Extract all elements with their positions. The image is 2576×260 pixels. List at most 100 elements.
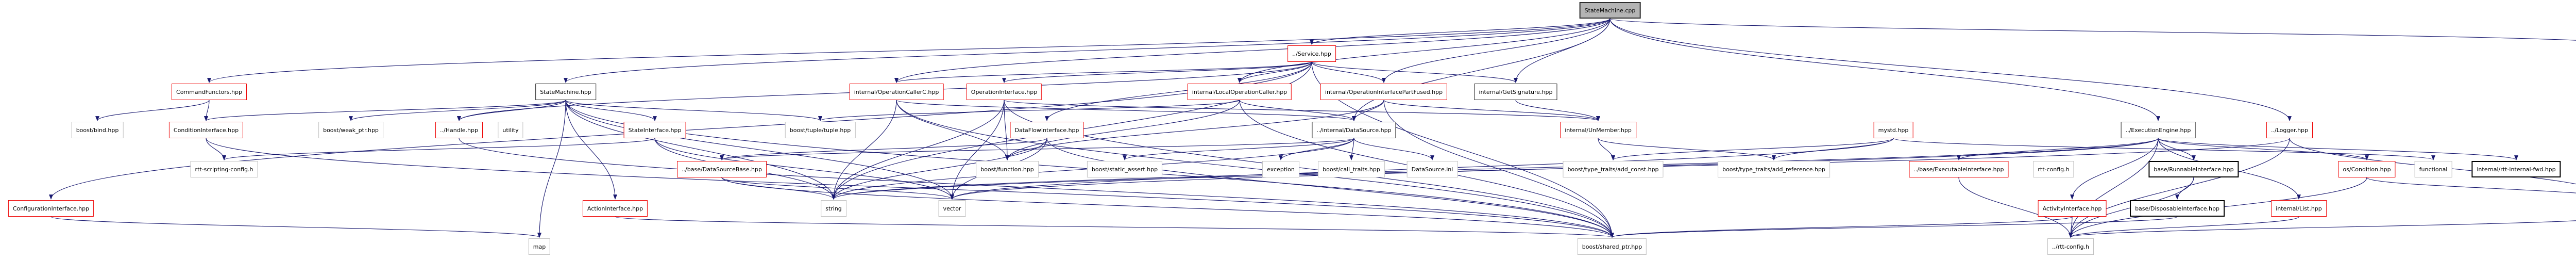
node-commandfunctors-hpp[interactable]: CommandFunctors.hpp xyxy=(172,84,247,100)
include-edge xyxy=(565,100,657,121)
include-edge xyxy=(2366,177,2576,193)
node-statemachine-hpp[interactable]: StateMachine.hpp xyxy=(535,84,596,100)
node-exception: exception xyxy=(1262,161,1299,177)
include-edge xyxy=(1352,100,1384,121)
include-edge xyxy=(2070,138,2159,200)
node-service-hpp[interactable]: ../Service.hpp xyxy=(1287,45,1336,62)
include-edge xyxy=(654,138,954,200)
node-internal-unmember-hpp[interactable]: internal/UnMember.hpp xyxy=(1560,122,1636,138)
node-configurationinterface-hpp[interactable]: ConfigurationInterface.hpp xyxy=(8,200,94,217)
include-edge xyxy=(1382,18,1611,83)
node-boost-type-traits-add-reference-hpp: boost/type_traits/add_reference.hpp xyxy=(1718,161,1830,177)
node-base-disposableinterface-hpp[interactable]: base/DisposableInterface.hpp xyxy=(2130,200,2225,217)
include-edge xyxy=(565,100,617,200)
node-rtt-scripting-config-h: rtt-scripting-config.h xyxy=(190,161,258,177)
include-edge xyxy=(2175,177,2194,200)
node-boost-bind-hpp: boost/bind.hpp xyxy=(71,122,124,138)
include-edge xyxy=(1611,138,1894,160)
include-edge xyxy=(2289,138,2576,185)
node-map: map xyxy=(528,238,551,255)
include-edge xyxy=(1958,177,2073,238)
include-edge xyxy=(1352,18,1611,121)
node-executionengine-hpp[interactable]: ../ExecutionEngine.hpp xyxy=(2121,122,2196,138)
include-edge xyxy=(1123,138,1354,160)
include-edge xyxy=(1609,18,2576,41)
include-edge xyxy=(2069,220,2576,238)
include-edge xyxy=(565,100,822,121)
include-edge xyxy=(207,18,1611,83)
node-internal-datasource-hpp[interactable]: ../internal/DataSource.hpp xyxy=(1312,122,1396,138)
include-edge xyxy=(2069,138,2290,238)
include-edge xyxy=(615,216,1614,238)
include-edge xyxy=(2158,138,2518,160)
include-edge xyxy=(1004,100,1009,160)
node-activityinterface-hpp[interactable]: ActivityInterface.hpp xyxy=(2038,200,2107,217)
node-operationinterface-hpp[interactable]: OperationInterface.hpp xyxy=(966,84,1042,100)
include-edge xyxy=(1046,138,1614,238)
include-edge xyxy=(2069,138,2159,238)
include-edge xyxy=(1004,100,1600,121)
include-edge xyxy=(1311,61,1518,83)
include-edge xyxy=(1238,18,1611,83)
node-actioninterface-hpp[interactable]: ActionInterface.hpp xyxy=(582,200,648,217)
include-edge xyxy=(1045,61,1312,121)
node-stateinterface-hpp[interactable]: StateInterface.hpp xyxy=(623,122,686,138)
node-rtt-config-h: rtt-config.h xyxy=(2033,161,2074,177)
node-boost-shared-ptr-hpp: boost/shared_ptr.hpp xyxy=(1577,238,1647,255)
node-base-runnableinterface-hpp[interactable]: base/RunnableInterface.hpp xyxy=(2148,161,2239,177)
include-edge xyxy=(2158,138,2369,160)
include-edge xyxy=(1515,100,1600,121)
node-utility: utility xyxy=(498,122,523,138)
include-edge xyxy=(50,216,541,238)
node-internal-list-hpp[interactable]: internal/List.hpp xyxy=(2271,200,2327,217)
node-os-condition-hpp[interactable]: os/Condition.hpp xyxy=(2338,161,2396,177)
include-edge xyxy=(349,100,566,121)
node-internal-localoperationcaller-hpp[interactable]: internal/LocalOperationCaller.hpp xyxy=(1187,84,1292,100)
node-statemachine-cpp[interactable]: StateMachine.cpp xyxy=(1579,2,1641,19)
node-internal-operationinterfacepartfused-hpp[interactable]: internal/OperationInterfacePartFused.hpp xyxy=(1320,84,1448,100)
include-edge xyxy=(1383,100,1600,121)
include-edge xyxy=(1609,18,2292,121)
include-edge xyxy=(832,138,2159,200)
node-mystd-hpp[interactable]: mystd.hpp xyxy=(1873,122,1913,138)
include-edge xyxy=(564,18,1611,83)
include-edge xyxy=(1353,138,1434,160)
include-edge xyxy=(832,138,2290,200)
include-edge xyxy=(721,177,954,200)
node-internal-operationcallerc-hpp[interactable]: internal/OperationCallerC.hpp xyxy=(849,84,944,100)
include-edge xyxy=(721,177,1614,238)
node-base-executableinterface-hpp[interactable]: ../base/ExecutableInterface.hpp xyxy=(1909,161,2009,177)
node-boost-weak-ptr-hpp: boost/weak_ptr.hpp xyxy=(318,122,383,138)
include-edge xyxy=(565,100,836,200)
node-handle-hpp[interactable]: ../Handle.hpp xyxy=(435,122,483,138)
include-edge xyxy=(95,100,210,121)
include-edge xyxy=(720,138,1047,160)
include-edge xyxy=(1005,100,1240,160)
node-dataflowinterface-hpp[interactable]: DataFlowInterface.hpp xyxy=(1010,122,1084,138)
include-edge xyxy=(1609,18,2160,121)
node-base-datasourcebase-hpp[interactable]: ../base/DataSourceBase.hpp xyxy=(677,161,767,177)
node-logger-hpp[interactable]: ../Logger.hpp xyxy=(2266,122,2313,138)
include-edge xyxy=(204,100,566,121)
include-edge xyxy=(1772,138,1894,160)
node-internal-rtt-internal-fwd-hpp[interactable]: internal/rtt-internal-fwd.hpp xyxy=(2471,161,2561,177)
node-conditioninterface-hpp[interactable]: ConditionInterface.hpp xyxy=(168,122,244,138)
node-string: string xyxy=(821,200,846,217)
include-edge xyxy=(896,100,1009,160)
include-edge xyxy=(222,138,655,160)
include-edge xyxy=(1002,61,1312,83)
node-internal-getsignature-hpp[interactable]: internal/GetSignature.hpp xyxy=(1474,84,1557,100)
node-boost-call-traits-hpp: boost/call_traits.hpp xyxy=(1318,161,1385,177)
include-edge xyxy=(896,100,1356,121)
node-datasource-inl: DataSource.inl xyxy=(1406,161,1458,177)
include-edge xyxy=(1239,100,1356,121)
include-edge xyxy=(2069,216,2299,238)
include-edge xyxy=(459,138,1614,238)
include-edge xyxy=(1279,138,1354,160)
node-vector: vector xyxy=(938,200,966,217)
include-edge xyxy=(1893,138,2435,160)
include-edge xyxy=(537,100,566,238)
node-boost-tuple-tuple-hpp: boost/tuple/tuple.hpp xyxy=(785,122,856,138)
include-edge xyxy=(1349,138,1354,160)
